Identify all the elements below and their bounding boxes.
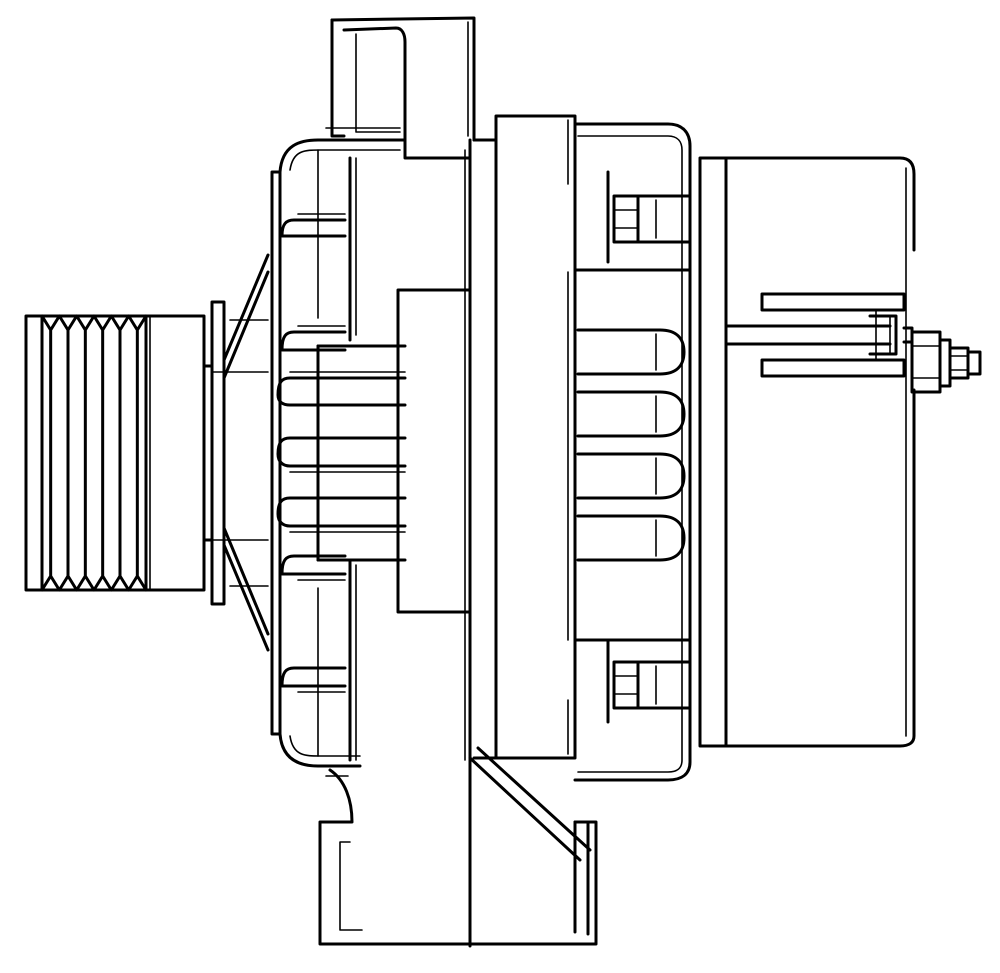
output-terminal	[724, 292, 982, 394]
front-fan-cone	[202, 253, 270, 652]
pulley-grooves	[40, 314, 148, 592]
center-cooling-fins	[276, 344, 407, 562]
upper-mounting-nut	[606, 170, 692, 264]
lower-cooling-fins	[280, 554, 347, 693]
front-housing	[270, 138, 472, 948]
rear-slots	[576, 328, 686, 562]
lower-mounting-foot	[318, 746, 598, 946]
rear-slot	[576, 390, 686, 438]
upper-cooling-fins	[280, 213, 347, 352]
upper-mounting-ear	[325, 16, 476, 160]
rear-housing	[573, 122, 692, 782]
pulley	[24, 314, 206, 592]
stator-ring	[396, 114, 577, 760]
rear-slot	[576, 452, 686, 500]
lower-mounting-nut	[606, 638, 692, 724]
rear-slot	[576, 328, 686, 376]
rear-slot	[576, 514, 686, 562]
rear-cover	[698, 156, 916, 748]
